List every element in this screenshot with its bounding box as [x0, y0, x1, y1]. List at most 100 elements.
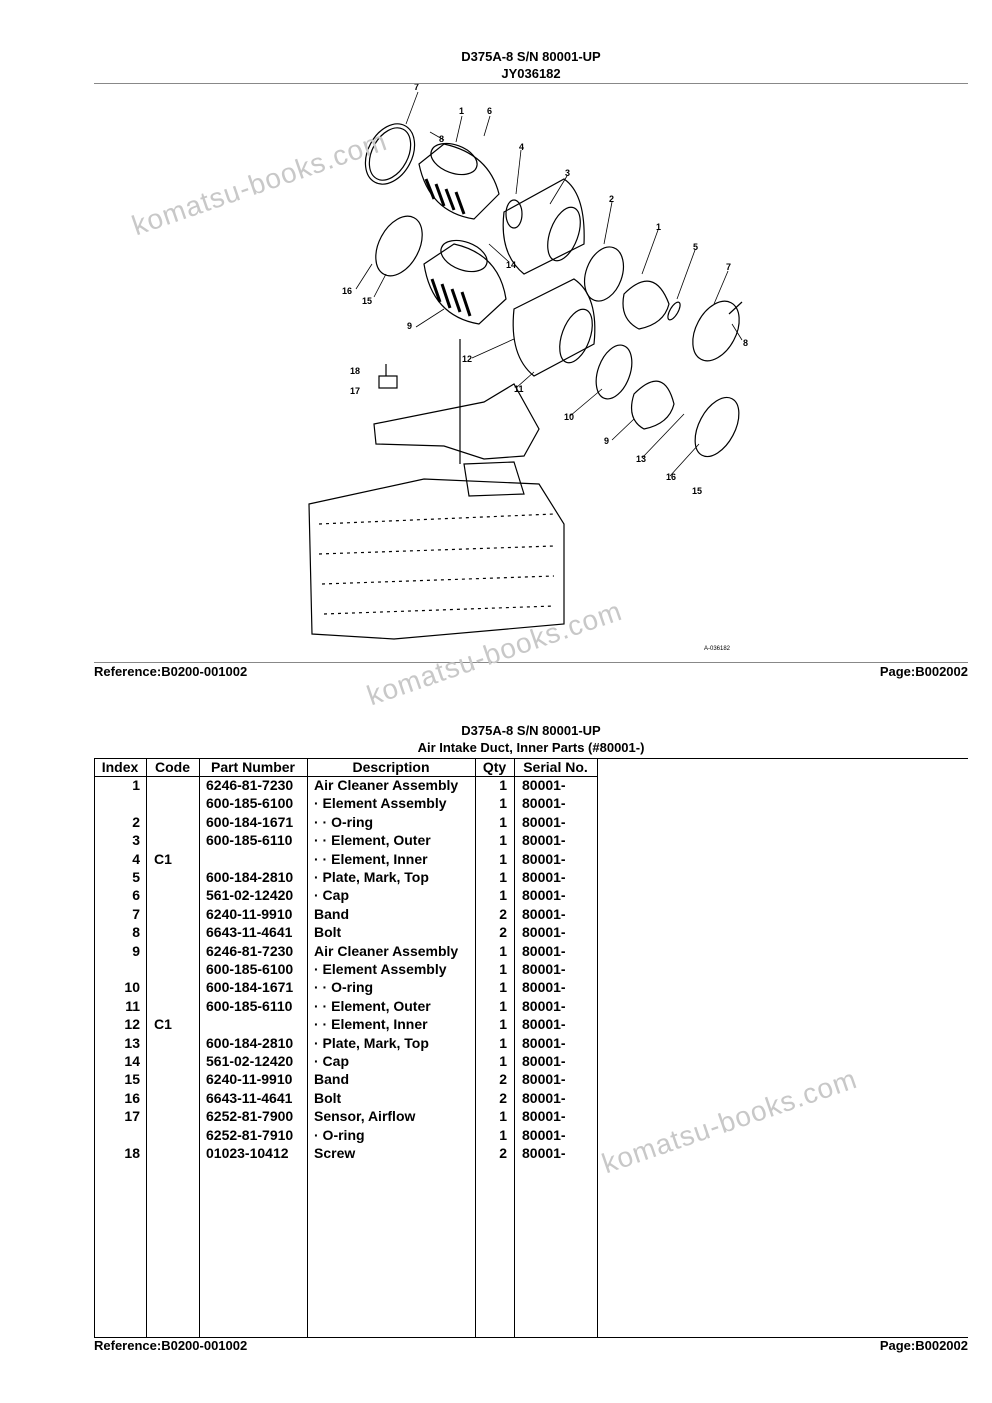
diagram-code: JY036182 [501, 66, 561, 81]
callout-7-b: 7 [726, 262, 731, 272]
row-part-number: 561-02-12420 [206, 887, 294, 904]
row-index: 2 [132, 813, 140, 830]
band-7-right [692, 300, 740, 362]
callout-3: 3 [565, 168, 570, 178]
row-serial-no: 80001- [522, 979, 566, 996]
header-description: Description [352, 759, 430, 775]
cap-1-right [622, 280, 670, 330]
row-qty: 1 [499, 832, 507, 849]
row-index: 17 [124, 1108, 140, 1125]
row-description: · · Element, Outer [314, 832, 431, 849]
parts-list-title: Air Intake Duct, Inner Parts (#80001-) [417, 740, 645, 755]
table-header-row: Index Code Part Number Description Qty S… [94, 758, 597, 776]
band-15-upper [375, 215, 423, 277]
row-description: Band [314, 905, 349, 922]
row-part-number: 6246-81-7230 [206, 942, 294, 959]
row-serial-no: 80001- [522, 1016, 566, 1033]
row-index: 6 [132, 887, 140, 904]
row-part-number: 6643-11-4641 [206, 1089, 293, 1106]
row-serial-no: 80001- [522, 942, 566, 959]
row-code: C1 [154, 1016, 172, 1033]
row-serial-no: 80001- [522, 813, 566, 830]
table-bottom-rule [94, 1337, 968, 1338]
o-ring-2 [583, 246, 625, 302]
row-description: Screw [314, 1145, 356, 1161]
callout-2: 2 [609, 194, 614, 204]
diagram-mark: A-036182 [704, 646, 731, 652]
row-description: Band [314, 1071, 349, 1088]
table-header-rule [94, 776, 597, 777]
row-serial-no: 80001- [522, 1126, 566, 1143]
row-qty: 1 [499, 850, 507, 867]
row-description: · · O-ring [314, 813, 374, 830]
row-qty: 1 [499, 1016, 507, 1033]
row-index: 7 [132, 905, 140, 922]
row-qty: 1 [499, 1034, 507, 1051]
row-serial-no: 80001- [522, 1071, 566, 1088]
row-serial-no: 80001- [522, 795, 566, 812]
row-serial-no: 80001- [522, 832, 566, 849]
callout-15-a: 15 [362, 296, 372, 306]
row-description: · O-ring [314, 1126, 365, 1143]
row-qty: 1 [499, 1053, 507, 1069]
row-index: 10 [124, 979, 140, 996]
row-part-number: 600-185-6100 [206, 961, 294, 977]
row-description: Air Cleaner Assembly [314, 777, 459, 793]
row-description: · Cap [314, 887, 349, 904]
row-qty: 1 [499, 997, 507, 1014]
engine-block [308, 478, 565, 640]
callout-5: 5 [693, 242, 698, 252]
cap-9-right [631, 380, 675, 430]
row-part-number: 01023-10412 [206, 1145, 289, 1161]
row-part-number: 600-185-6110 [206, 997, 293, 1014]
diagram-reference: Reference:B0200-001002 [94, 664, 248, 679]
callout-18: 18 [350, 366, 360, 376]
diagram-footer-rule [94, 662, 968, 663]
row-qty: 1 [499, 813, 507, 830]
row-description: · Plate, Mark, Top [314, 869, 429, 885]
callout-8-a: 8 [439, 134, 444, 144]
callout-13: 13 [636, 454, 646, 464]
exploded-parts-diagram: 7 1 6 8 4 3 2 1 5 7 8 14 16 15 9 12 11 1… [308, 84, 748, 652]
header-serial-no: Serial No. [523, 759, 588, 775]
callout-9-a: 9 [407, 321, 412, 331]
row-qty: 1 [499, 1126, 507, 1143]
callout-6: 6 [487, 106, 492, 116]
row-qty: 1 [499, 887, 507, 904]
parts-model-title: D375A-8 S/N 80001-UP [461, 723, 601, 738]
callout-16-a: 16 [342, 286, 352, 296]
row-index: 18 [124, 1145, 140, 1161]
parts-table: Index Code Part Number Description Qty S… [94, 758, 968, 1338]
row-description: · Element Assembly [314, 795, 447, 812]
row-serial-no: 80001- [522, 1053, 566, 1069]
row-part-number: 600-184-2810 [206, 1034, 294, 1051]
callout-8-b: 8 [743, 338, 748, 348]
row-serial-no: 80001- [522, 850, 566, 867]
row-qty: 1 [499, 1108, 507, 1125]
row-serial-no: 80001- [522, 961, 566, 977]
row-serial-no: 80001- [522, 869, 566, 885]
row-part-number: 6246-81-7230 [206, 777, 294, 793]
parts-page-number: Page:B002002 [879, 1338, 968, 1353]
diagram-model-title: D375A-8 S/N 80001-UP [461, 49, 601, 64]
row-description: · · Element, Inner [314, 850, 428, 867]
row-qty: 2 [499, 1071, 507, 1088]
row-serial-no: 80001- [522, 1089, 566, 1106]
callout-1-b: 1 [656, 222, 661, 232]
row-description: · · Element, Inner [314, 1016, 428, 1033]
row-part-number: 600-185-6110 [206, 832, 293, 849]
row-description: Air Cleaner Assembly [314, 942, 459, 959]
callout-12: 12 [462, 354, 472, 364]
table-top-rule [94, 758, 968, 759]
row-serial-no: 80001- [522, 887, 566, 904]
row-serial-no: 80001- [522, 777, 566, 793]
